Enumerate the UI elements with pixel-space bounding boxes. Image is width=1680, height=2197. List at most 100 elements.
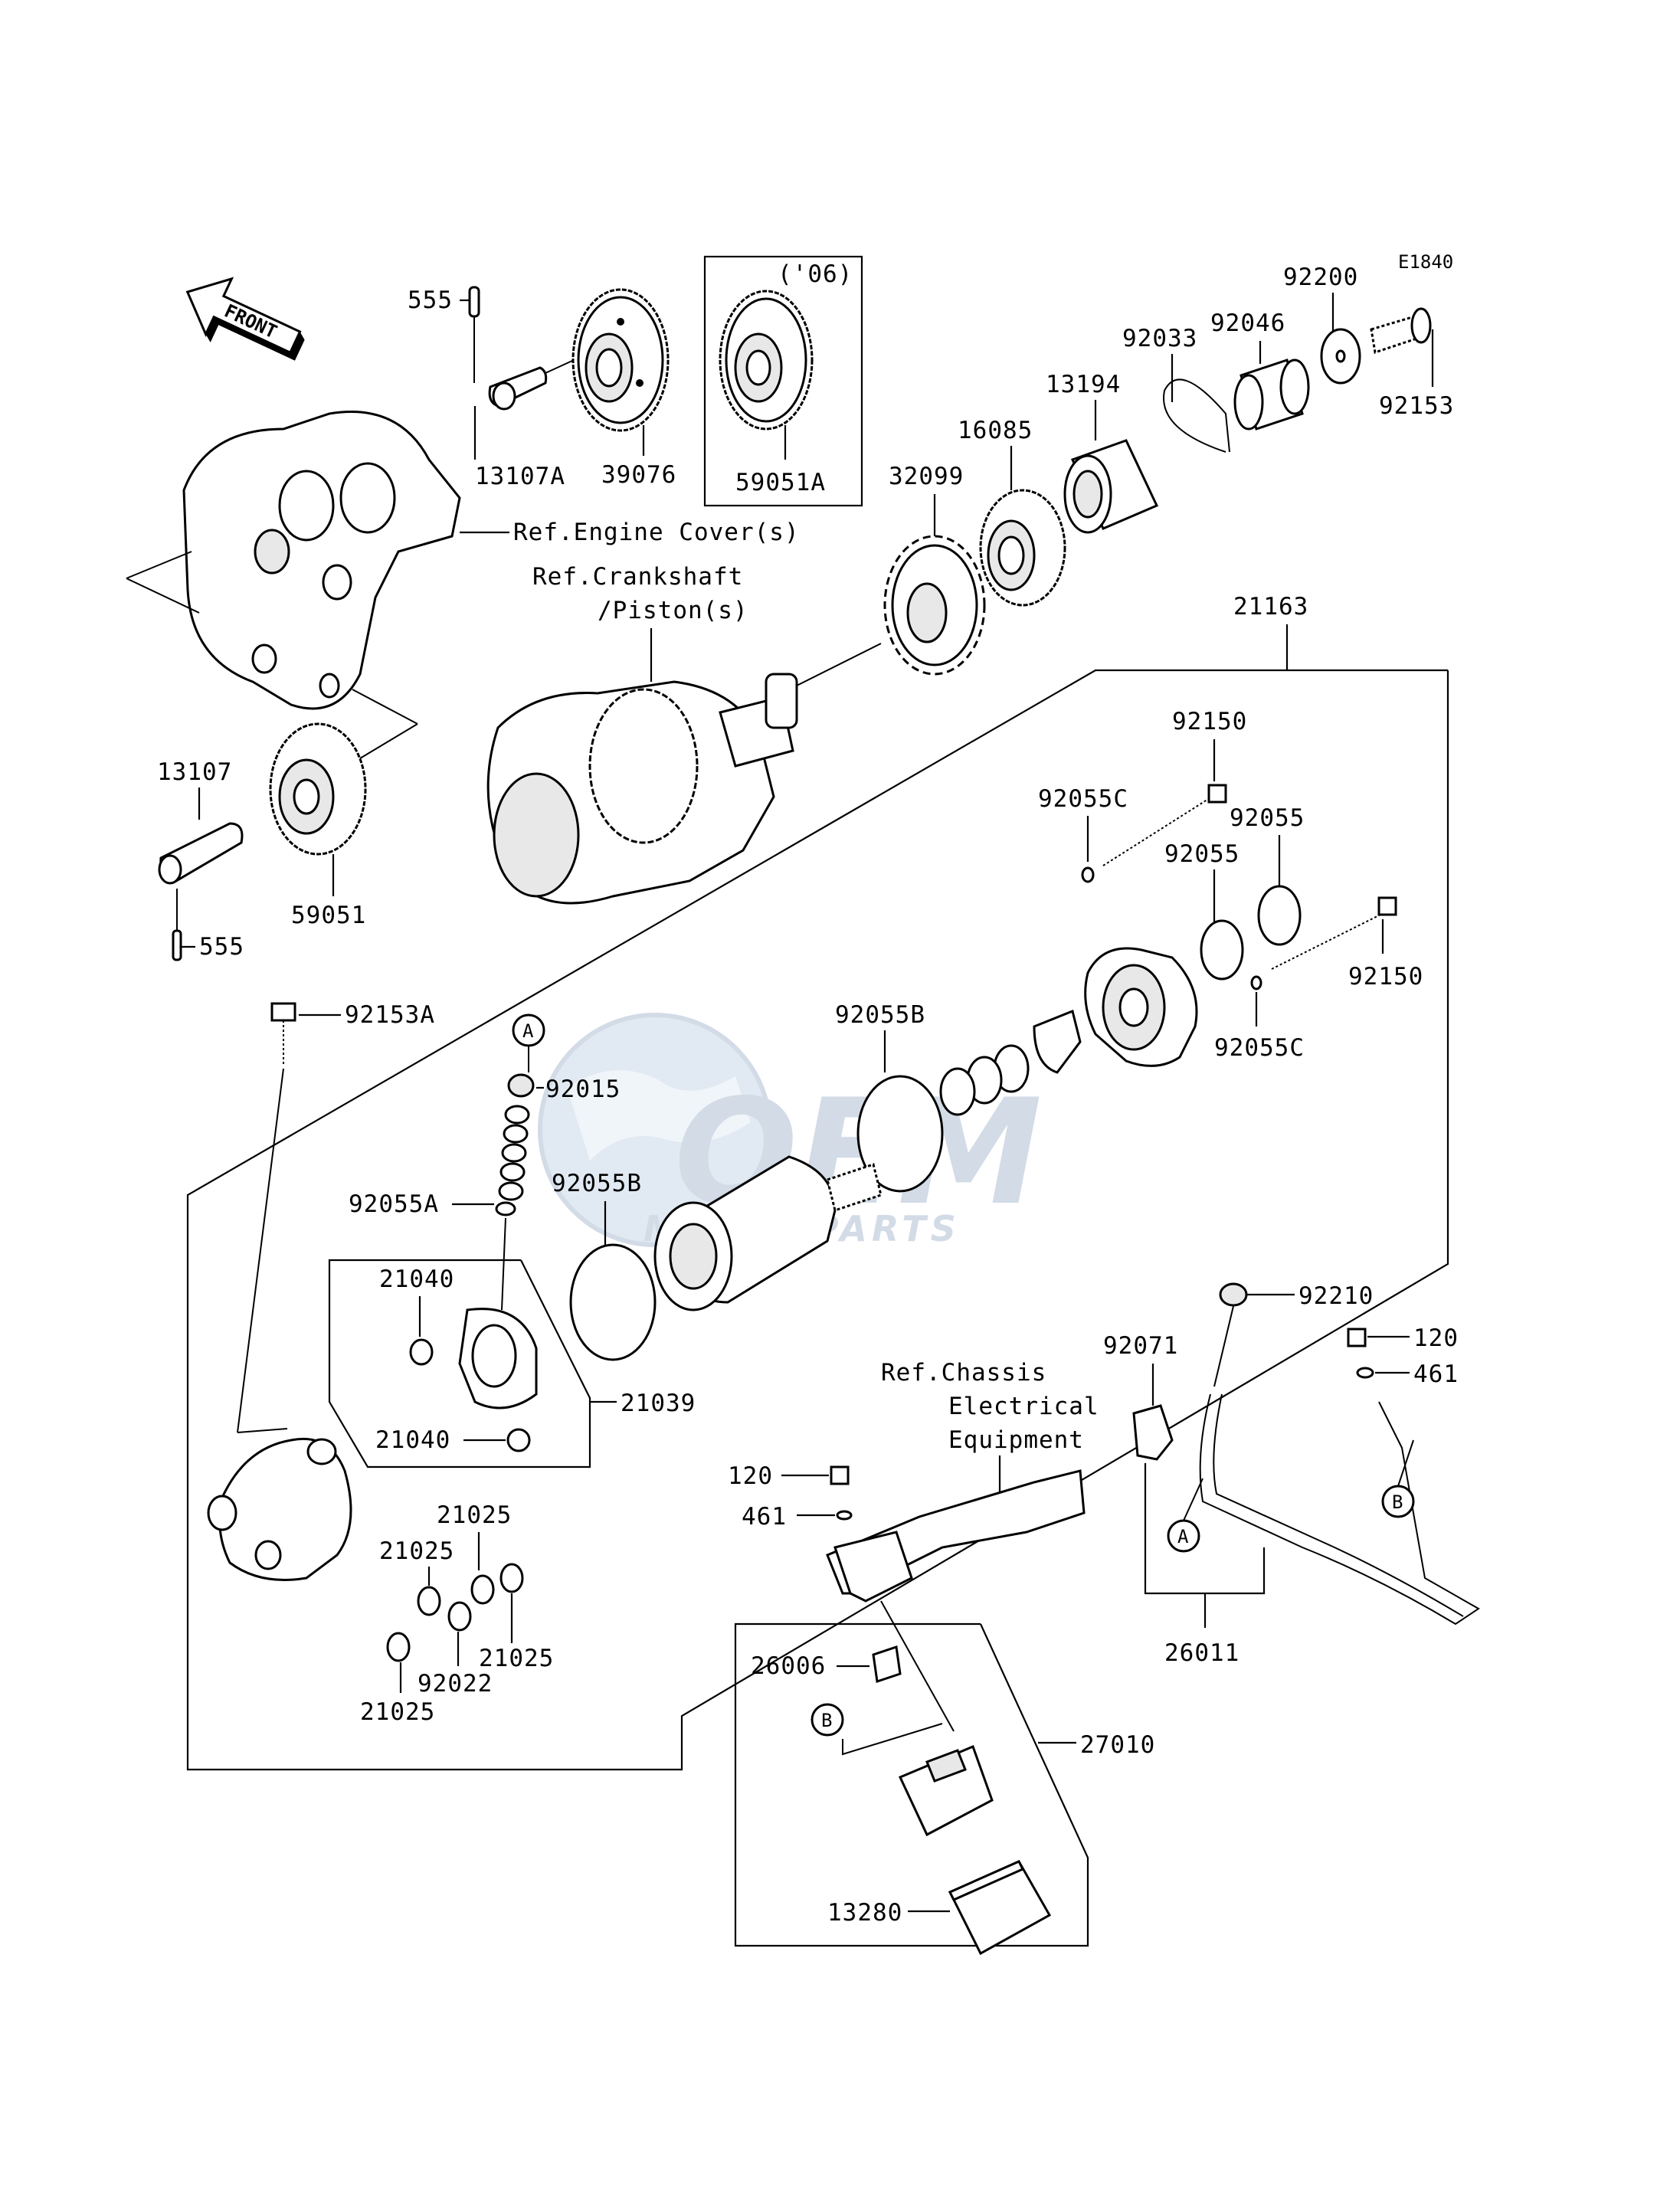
part-92055C-oring-bot	[1250, 975, 1262, 990]
part-13107-shaft	[158, 822, 244, 885]
starter-end-cover	[1084, 947, 1198, 1067]
starter-relay-cable	[826, 1469, 1086, 1603]
callout-b-bottom: B	[811, 1703, 844, 1737]
part-120-bolt-right	[1347, 1328, 1367, 1347]
part-26006-fuse	[872, 1645, 902, 1683]
part-92055C-oring-top	[1081, 866, 1095, 883]
label-ref-engine-cover: Ref.Engine Cover(s)	[513, 519, 800, 546]
callout-a-top: A	[512, 1013, 545, 1047]
label-13107A: 13107A	[475, 463, 565, 490]
label-92055-2: 92055	[1164, 840, 1240, 868]
label-21025-2: 21025	[379, 1537, 454, 1565]
label-92015: 92015	[545, 1076, 621, 1103]
label-ref-crankshaft: Ref.Crankshaft	[532, 563, 743, 591]
label-120-left: 120	[728, 1462, 773, 1490]
part-92046-bearing	[1233, 359, 1310, 431]
label-92055B-top: 92055B	[835, 1001, 925, 1029]
label-32099: 32099	[889, 463, 964, 490]
box-21039	[328, 1259, 591, 1468]
part-92153A-bolt	[270, 1002, 296, 1065]
label-461-left: 461	[742, 1503, 787, 1531]
label-27010: 27010	[1080, 1731, 1155, 1759]
terminal-washers	[498, 1105, 530, 1201]
diagram-code: E1840	[1398, 251, 1453, 273]
callout-a-right: A	[1167, 1519, 1200, 1553]
label-92055-1: 92055	[1230, 804, 1305, 832]
assembly-outline-21163	[186, 669, 1449, 1771]
svg-text:A: A	[1177, 1526, 1189, 1547]
starter-motor-housing	[207, 1437, 352, 1581]
part-92210-nut	[1219, 1282, 1248, 1307]
starter-motor-body	[653, 1155, 883, 1311]
label-16085: 16085	[958, 417, 1033, 444]
label-26011: 26011	[1164, 1639, 1240, 1667]
label-39076: 39076	[601, 461, 676, 489]
part-59051A-gear	[719, 290, 814, 431]
part-92153-bolt	[1370, 307, 1432, 354]
engine-cover	[182, 411, 461, 710]
label-21025-3: 21025	[479, 1645, 554, 1672]
label-ref-chassis-2: Electrical	[948, 1393, 1099, 1420]
part-16085-gear	[979, 489, 1066, 607]
part-92055-oring-2	[1200, 919, 1244, 981]
label-59051A: 59051A	[735, 469, 826, 496]
svg-text:B: B	[821, 1710, 832, 1731]
label-461-right: 461	[1413, 1360, 1459, 1388]
part-39076-gear	[571, 288, 670, 432]
part-92150-bolt-right	[1271, 896, 1397, 970]
part-92015-nut	[507, 1073, 535, 1098]
label-92022: 92022	[418, 1670, 493, 1698]
part-92071-boot	[1132, 1404, 1174, 1461]
label-21039: 21039	[621, 1390, 696, 1417]
label-21040-bot: 21040	[375, 1426, 450, 1454]
part-13280-cover	[948, 1860, 1052, 1956]
label-21025-4: 21025	[360, 1698, 435, 1726]
part-32099-gear	[883, 535, 986, 676]
part-21040-brush-top	[409, 1338, 434, 1366]
label-92200: 92200	[1283, 264, 1358, 291]
part-461-washer-right	[1356, 1367, 1374, 1379]
label-21025-1: 21025	[437, 1501, 512, 1529]
front-arrow-icon: FRONT	[185, 277, 305, 361]
label-120-right: 120	[1413, 1324, 1459, 1352]
label-92071: 92071	[1103, 1332, 1178, 1360]
label-06: ('06)	[778, 260, 853, 288]
part-92055B-oring-mid	[569, 1243, 657, 1361]
callout-b-right: B	[1381, 1485, 1415, 1518]
part-555-top	[468, 286, 480, 318]
part-461-washer-left	[836, 1510, 853, 1521]
part-92055A-oring	[495, 1201, 516, 1216]
label-ref-crankshaft-2: /Piston(s)	[598, 597, 748, 624]
brush-plate	[458, 1217, 538, 1410]
label-ref-chassis-1: Ref.Chassis	[881, 1359, 1046, 1387]
battery-cable-26011	[1199, 1393, 1480, 1626]
part-13194-clutch	[1063, 439, 1159, 534]
label-ref-chassis-3: Equipment	[948, 1426, 1084, 1454]
label-92055C-top: 92055C	[1038, 785, 1128, 813]
label-13194: 13194	[1046, 371, 1121, 398]
label-92046: 92046	[1210, 309, 1285, 337]
box-27010	[734, 1622, 1089, 1947]
label-13280: 13280	[827, 1899, 902, 1927]
crankshaft	[486, 673, 798, 905]
label-92153A: 92153A	[345, 1001, 435, 1029]
svg-text:A: A	[522, 1020, 534, 1042]
part-92055B-oring-top	[856, 1075, 944, 1193]
part-92033-circlip	[1163, 378, 1230, 453]
label-92055B-mid: 92055B	[552, 1170, 642, 1197]
label-92150-top: 92150	[1172, 708, 1247, 735]
label-59051: 59051	[291, 902, 366, 929]
box-06-variant	[703, 255, 863, 507]
label-92210: 92210	[1298, 1282, 1374, 1310]
label-92055A: 92055A	[349, 1190, 439, 1218]
part-120-bolt-left	[830, 1465, 850, 1485]
starter-relay	[898, 1745, 994, 1837]
bracket-26011	[1144, 1463, 1266, 1595]
label-26006: 26006	[751, 1652, 826, 1680]
svg-text:B: B	[1392, 1491, 1403, 1513]
label-92153: 92153	[1379, 392, 1454, 420]
starter-shims	[939, 1009, 1082, 1116]
part-555-bot	[172, 889, 182, 961]
part-92055-oring-1	[1257, 885, 1302, 946]
